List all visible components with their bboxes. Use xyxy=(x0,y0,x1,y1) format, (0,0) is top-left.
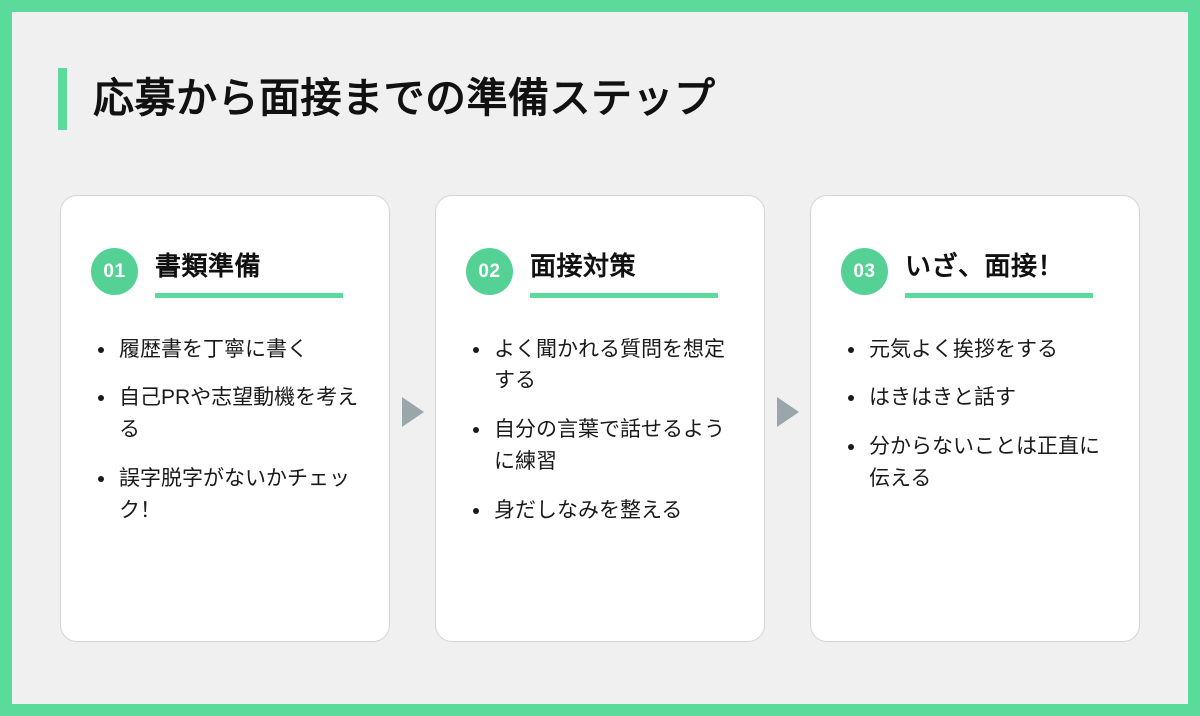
step-card-1[interactable]: 01 書類準備 履歴書を丁寧に書く 自己PRや志望動機を考える 誤字脱字がないか… xyxy=(60,195,390,642)
list-item: 自己PRや志望動機を考える xyxy=(91,382,359,446)
step-title-wrap: いざ、面接！ xyxy=(905,248,1109,298)
slide-canvas: 応募から面接までの準備ステップ 01 書類準備 履歴書を丁寧に書く 自己PRや志… xyxy=(12,12,1188,704)
list-item: 履歴書を丁寧に書く xyxy=(91,334,359,366)
step-title-underline xyxy=(530,292,718,298)
step-card-title: 面接対策 xyxy=(530,251,637,281)
step-connector-1 xyxy=(390,195,435,642)
step-bullet-list: よく聞かれる質問を想定する 自分の言葉で話せるように練習 身だしなみを整える xyxy=(466,334,734,528)
step-card-2-header: 02 面接対策 xyxy=(466,248,734,298)
step-card-title: いざ、面接！ xyxy=(905,251,1065,281)
list-item: 身だしなみを整える xyxy=(466,495,734,527)
step-connector-2 xyxy=(765,195,810,642)
step-card-1-header: 01 書類準備 xyxy=(91,248,359,298)
step-number-badge: 02 xyxy=(466,248,513,295)
step-title-wrap: 面接対策 xyxy=(530,248,734,298)
list-item: 元気よく挨拶をする xyxy=(841,334,1109,366)
slide-header: 応募から面接までの準備ステップ xyxy=(58,68,716,130)
step-title-underline xyxy=(905,292,1093,298)
step-card-2[interactable]: 02 面接対策 よく聞かれる質問を想定する 自分の言葉で話せるように練習 身だし… xyxy=(435,195,765,642)
list-item: はきはきと話す xyxy=(841,382,1109,414)
step-card-3[interactable]: 03 いざ、面接！ 元気よく挨拶をする はきはきと話す 分からないことは正直に伝… xyxy=(810,195,1140,642)
step-number-badge: 03 xyxy=(841,248,888,295)
page-title: 応募から面接までの準備ステップ xyxy=(93,75,716,122)
list-item: 分からないことは正直に伝える xyxy=(841,431,1109,495)
step-card-3-header: 03 いざ、面接！ xyxy=(841,248,1109,298)
steps-row: 01 書類準備 履歴書を丁寧に書く 自己PRや志望動機を考える 誤字脱字がないか… xyxy=(60,195,1140,642)
list-item: よく聞かれる質問を想定する xyxy=(466,334,734,398)
step-bullet-list: 履歴書を丁寧に書く 自己PRや志望動機を考える 誤字脱字がないかチェック！ xyxy=(91,334,359,528)
step-card-title: 書類準備 xyxy=(155,251,262,281)
step-title-wrap: 書類準備 xyxy=(155,248,359,298)
step-number-badge: 01 xyxy=(91,248,138,295)
arrow-right-icon xyxy=(776,396,799,427)
step-bullet-list: 元気よく挨拶をする はきはきと話す 分からないことは正直に伝える xyxy=(841,334,1109,496)
step-title-underline xyxy=(155,292,343,298)
list-item: 誤字脱字がないかチェック！ xyxy=(91,463,359,527)
title-accent-bar xyxy=(58,68,67,130)
list-item: 自分の言葉で話せるように練習 xyxy=(466,414,734,478)
arrow-right-icon xyxy=(401,396,424,427)
